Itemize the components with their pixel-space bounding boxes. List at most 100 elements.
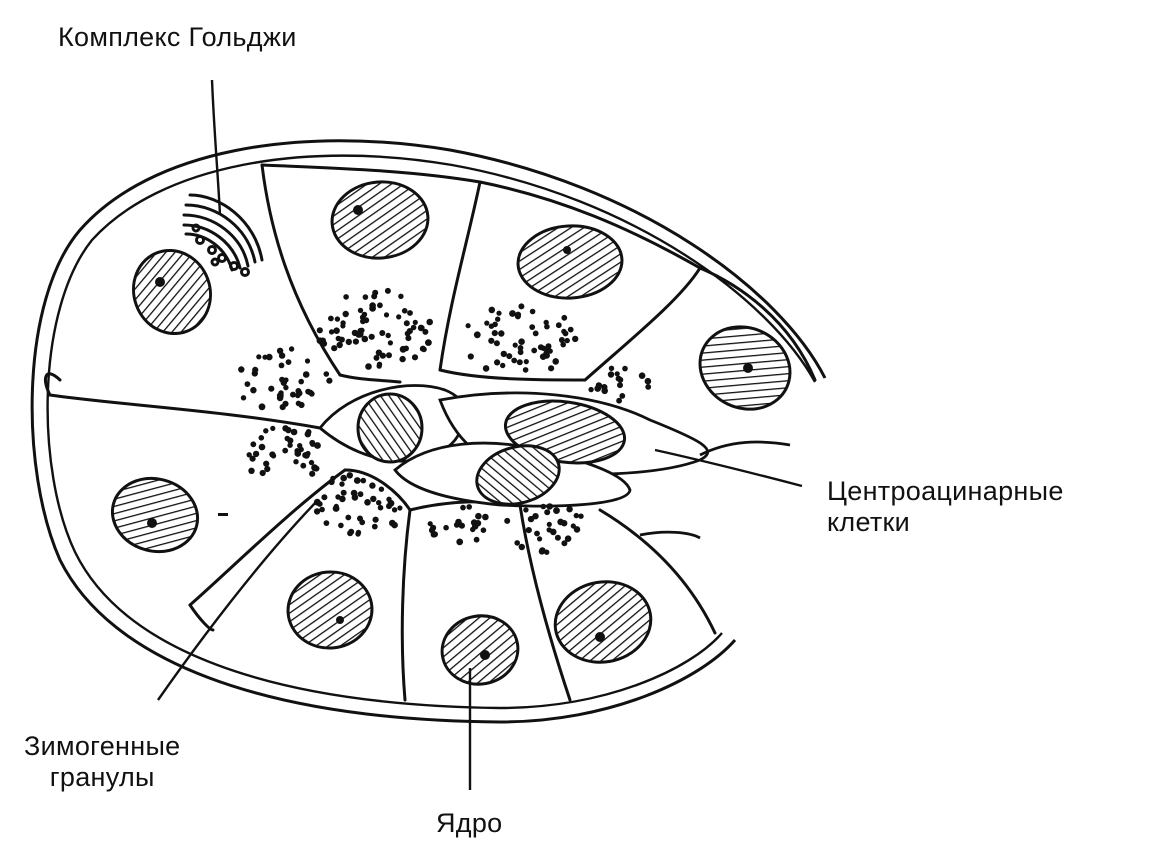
zymogen-granule	[443, 524, 449, 531]
zymogen-granule	[377, 504, 384, 511]
zymogen-granule	[346, 472, 353, 479]
zymogen-granule	[328, 329, 335, 335]
nucleus-cell-3	[516, 224, 624, 300]
label-nucleus: Ядро	[436, 808, 503, 838]
zymogen-granule	[544, 549, 550, 555]
zymogen-granule	[249, 455, 256, 462]
zymogen-granule	[383, 312, 390, 318]
zymogen-granule	[553, 507, 560, 514]
zymogen-granule	[494, 359, 501, 366]
zymogen-granule	[426, 318, 434, 326]
zymogen-granule	[240, 395, 247, 401]
zymogen-granule	[364, 499, 371, 506]
zymogen-granule	[298, 378, 305, 385]
zymogen-granule	[422, 328, 429, 335]
zymogen-granule	[527, 515, 535, 523]
zymogen-granule	[531, 347, 538, 354]
zymogen-granule	[340, 323, 346, 329]
zymogen-granule	[270, 425, 276, 431]
zymogen-granule	[493, 340, 500, 347]
zymogen-granule	[491, 330, 498, 337]
zymogen-granule	[376, 363, 382, 369]
zymogen-granule	[488, 306, 496, 314]
zymogen-granule	[567, 326, 574, 333]
zymogen-granule	[264, 465, 271, 473]
zymogen-granule	[263, 460, 270, 467]
zymogen-granule	[376, 500, 382, 506]
label-golgi-complex: Комплекс Гольджи	[58, 22, 297, 52]
zymogen-granule	[500, 362, 506, 369]
nucleus-centro-1	[356, 392, 424, 464]
zymogen-granule	[357, 307, 364, 314]
zymogen-granule	[540, 503, 547, 510]
zymogen-granule	[360, 477, 367, 484]
zymogen-granule	[518, 543, 525, 551]
zymogen-granule	[323, 520, 330, 526]
label-centroacinar-cells: Центроацинарные клетки	[827, 476, 1064, 538]
zymogen-granule	[340, 474, 348, 482]
zymogen-granule	[619, 393, 626, 399]
zymogen-granule	[475, 512, 482, 520]
zymogen-granule	[484, 320, 490, 326]
zymogen-granule	[514, 540, 520, 546]
zymogen-granule	[276, 394, 284, 402]
zymogen-granule	[283, 384, 289, 391]
zymogen-granule	[396, 314, 402, 320]
zymogen-granule	[572, 335, 579, 343]
zymogen-granule	[302, 371, 310, 378]
zymogen-granule	[399, 355, 406, 363]
zymogen-granule	[425, 339, 432, 346]
zymogen-granule	[259, 469, 266, 477]
zymogen-granule	[460, 504, 466, 511]
zymogen-granule	[558, 337, 565, 343]
leader-centroacinar	[654, 448, 803, 488]
zymogen-granule	[375, 349, 383, 356]
zymogen-granule	[645, 384, 652, 390]
nucleus-cell-6	[286, 570, 374, 650]
zymogen-granule	[361, 335, 369, 343]
zymogen-granule	[360, 318, 366, 325]
zymogen-granule	[372, 516, 379, 523]
zymogen-granule	[368, 333, 375, 340]
zymogen-granule	[561, 314, 568, 321]
zymogen-granule	[266, 353, 273, 361]
leader-golgi	[210, 79, 222, 216]
zymogen-granule	[573, 512, 579, 519]
zymogen-granule	[564, 535, 572, 542]
zymogen-granule	[384, 287, 391, 294]
zymogen-granule	[617, 376, 624, 383]
zymogen-granule	[500, 350, 507, 358]
zymogen-granule	[351, 494, 359, 501]
zymogen-granule	[339, 481, 345, 487]
zymogen-granule	[251, 370, 258, 377]
zymogen-granule	[282, 400, 289, 407]
zymogen-granule	[518, 303, 525, 310]
zymogen-granule	[258, 435, 265, 441]
zymogen-granule	[313, 466, 320, 472]
zymogen-granule	[279, 376, 285, 383]
zymogen-granule	[540, 345, 547, 351]
label-zymogen-granules: Зимогенные гранулы	[24, 731, 180, 793]
zymogen-granule	[258, 443, 266, 451]
zymogen-granule	[334, 316, 341, 322]
zymogen-granule	[496, 310, 502, 316]
zymogen-granule	[512, 342, 518, 348]
zymogen-granule	[320, 340, 328, 347]
zymogen-granule	[338, 522, 344, 529]
zymogen-granule	[328, 478, 335, 486]
zymogen-granule	[638, 372, 646, 380]
zymogen-granule	[340, 489, 347, 496]
zymogen-granule	[482, 365, 490, 372]
zymogen-granule	[406, 328, 413, 335]
zymogen-granule	[278, 352, 286, 359]
zymogen-granule	[555, 322, 562, 329]
zymogen-granule	[372, 289, 379, 296]
zymogen-granule	[523, 359, 529, 365]
zymogen-granule	[294, 450, 302, 457]
zymogen-granule	[361, 311, 368, 318]
zymogen-granule	[387, 340, 393, 346]
zymogen-granule	[573, 526, 581, 533]
zymogen-granule	[282, 447, 289, 454]
zymogen-granule	[339, 495, 346, 503]
zymogen-granule	[252, 450, 260, 458]
